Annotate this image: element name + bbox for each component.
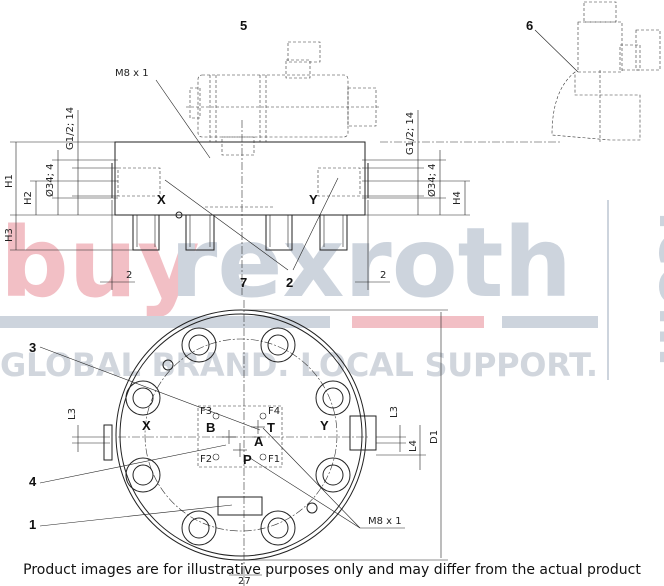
dim-g-left: G1/2; 14	[65, 107, 76, 150]
top-view: X Y B T A P F3 F4 F2 F1 3 4 1 M8 x 1 D1 …	[29, 300, 448, 586]
dim-l3-right: L3	[389, 406, 400, 418]
valve-6	[551, 1, 661, 142]
port-p: P	[243, 452, 252, 467]
dim-l4: L4	[408, 440, 419, 452]
fix-f4: F4	[268, 406, 280, 417]
dim-bottom-width: 27	[238, 576, 251, 586]
watermark-rexroth: rexroth	[170, 207, 572, 319]
label-2: 2	[286, 275, 293, 290]
port-t: T	[267, 420, 275, 435]
fix-f2: F2	[200, 454, 212, 465]
dim-l3-left: L3	[67, 408, 78, 420]
port-a: A	[254, 434, 264, 449]
thread-bottom: M8 x 1	[368, 516, 402, 527]
port-y: Y	[320, 418, 329, 433]
dim-h3: H3	[4, 228, 15, 242]
port-b: B	[206, 420, 215, 435]
label-5: 5	[240, 18, 247, 33]
dim-h1: H1	[4, 174, 15, 188]
dim-h2: H2	[23, 191, 34, 205]
dim-dia-left: Ø34; 4	[44, 163, 56, 197]
leader-lines	[155, 29, 579, 271]
label-3: 3	[29, 340, 36, 355]
mounting-studs	[132, 211, 348, 251]
manifold-block	[114, 141, 366, 216]
watermark-buy: buy	[0, 207, 200, 319]
dim-dia-right: Ø34; 4	[426, 163, 438, 197]
label-6: 6	[526, 18, 533, 33]
label-7: 7	[240, 275, 247, 290]
label-4: 4	[29, 474, 37, 489]
fix-f3: F3	[200, 406, 212, 417]
nameplate	[217, 496, 263, 516]
watermark-tagline: GLOBAL BRAND. LOCAL SUPPORT.	[0, 346, 598, 384]
port-y-side: Y	[309, 192, 318, 207]
port-x: X	[142, 418, 151, 433]
gap-left: 2	[126, 270, 132, 281]
thread-top: M8 x 1	[115, 68, 149, 79]
port-x-side: X	[157, 192, 166, 207]
watermark-com: .com	[646, 210, 664, 367]
dim-g-right: G1/2; 14	[405, 112, 416, 155]
valve-interface	[197, 405, 283, 468]
bolts	[125, 327, 351, 546]
right-dimensions	[362, 110, 470, 216]
left-dimensions	[10, 110, 390, 290]
fix-f1: F1	[268, 454, 280, 465]
watermark: buy rexroth GLOBAL BRAND. LOCAL SUPPORT.…	[0, 200, 664, 384]
dim-h4: H4	[452, 191, 463, 205]
label-1: 1	[29, 517, 36, 532]
disclaimer: Product images are for illustrative purp…	[23, 562, 641, 578]
dim-d1: D1	[429, 430, 440, 444]
side-view: 5 6 7 2 X Y M8 x 1 2 2 H1 H2 H3 H4 Ø34; …	[4, 1, 661, 295]
gap-right: 2	[380, 270, 386, 281]
valve-5	[186, 41, 380, 156]
